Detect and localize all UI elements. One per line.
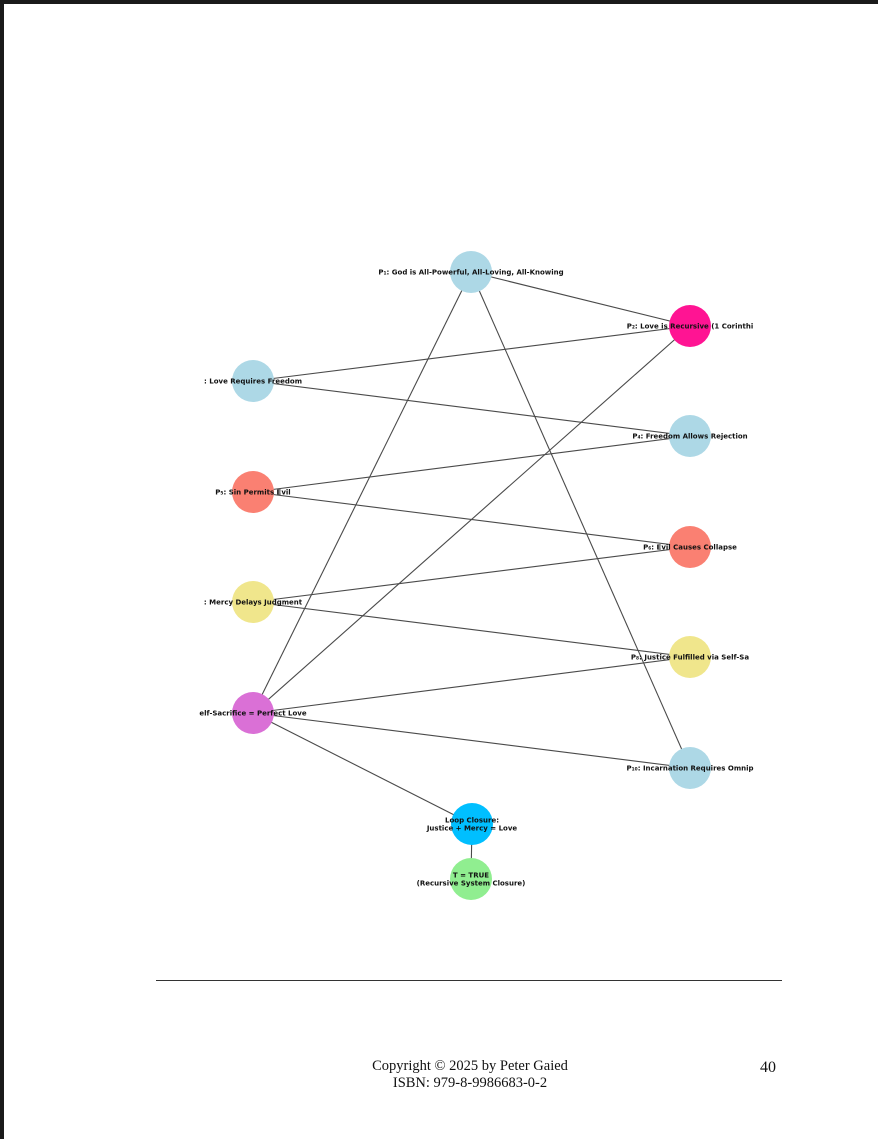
page-number: 40 <box>760 1059 776 1076</box>
node-p7: : Mercy Delays Judgment <box>204 581 303 623</box>
node-label-p1: P₁: God is All-Powerful, All-Loving, All… <box>378 269 563 277</box>
node-p6: P₆: Evil Causes Collapse <box>643 526 737 568</box>
node-circle-p4 <box>669 415 711 457</box>
logic-graph-figure: P₁: God is All-Powerful, All-Loving, All… <box>199 204 754 914</box>
node-label-p2: P₂: Love is Recursive (1 Corinthi <box>627 323 754 331</box>
edge-p6-p7 <box>252 546 691 603</box>
node-circle-p9 <box>232 692 274 734</box>
document-page: P₁: God is All-Powerful, All-Loving, All… <box>4 4 878 1139</box>
node-label-p5: P₅: Sin Permits Evil <box>215 489 290 497</box>
node-circle-p10 <box>669 747 711 789</box>
node-true: T = TRUE(Recursive System Closure) <box>417 858 526 900</box>
edge-p2-p3 <box>252 325 691 382</box>
node-label-p10: P₁₀: Incarnation Requires Omnip <box>626 765 753 773</box>
graph-nodes: P₁: God is All-Powerful, All-Loving, All… <box>199 251 754 900</box>
edge-p1-p2 <box>470 271 691 327</box>
node-p3: : Love Requires Freedom <box>204 360 302 402</box>
node-circle-p8 <box>669 636 711 678</box>
node-circle-p7 <box>232 581 274 623</box>
node-label-p3: : Love Requires Freedom <box>204 378 302 386</box>
node-p2: P₂: Love is Recursive (1 Corinthi <box>627 305 754 347</box>
node-label-p6: P₆: Evil Causes Collapse <box>643 544 737 552</box>
node-circle-p1 <box>450 251 492 293</box>
node-label-p8: P₈: Justice Fulfilled via Self-Sa <box>631 654 749 662</box>
edge-p5-p6 <box>252 491 691 548</box>
edge-p7-p8 <box>252 601 691 658</box>
edge-p4-p5 <box>252 435 691 493</box>
edge-p9-loop <box>252 712 473 825</box>
node-p1: P₁: God is All-Powerful, All-Loving, All… <box>378 251 564 293</box>
edge-p1-p9 <box>252 271 472 714</box>
node-circle-p5 <box>232 471 274 513</box>
edge-p3-p4 <box>252 380 691 437</box>
footer-block: Copyright © 2025 by Peter Gaied ISBN: 97… <box>274 1058 666 1092</box>
edge-p1-p10 <box>470 271 691 769</box>
node-loop: Loop Closure:Justice + Mercy = Love <box>426 803 518 845</box>
copyright-line: Copyright © 2025 by Peter Gaied <box>372 1058 568 1074</box>
node-p9: elf-Sacrifice = Perfect Love <box>199 692 307 734</box>
node-label-loop: Loop Closure:Justice + Mercy = Love <box>426 817 518 833</box>
edge-p8-p9 <box>252 656 691 714</box>
logic-graph: P₁: God is All-Powerful, All-Loving, All… <box>199 251 754 900</box>
node-circle-loop <box>451 803 493 845</box>
node-p8: P₈: Justice Fulfilled via Self-Sa <box>631 636 749 678</box>
node-circle-p3 <box>232 360 274 402</box>
node-circle-true <box>450 858 492 900</box>
node-circle-p2 <box>669 305 711 347</box>
node-p4: P₄: Freedom Allows Rejection <box>632 415 748 457</box>
node-p10: P₁₀: Incarnation Requires Omnip <box>626 747 754 789</box>
node-label-p9: elf-Sacrifice = Perfect Love <box>199 710 306 718</box>
edge-p9-p10 <box>252 712 691 769</box>
node-label-p7: : Mercy Delays Judgment <box>204 599 303 607</box>
node-circle-p6 <box>669 526 711 568</box>
graph-edges <box>252 271 691 880</box>
footer-divider <box>156 980 782 981</box>
node-label-true: T = TRUE(Recursive System Closure) <box>417 872 526 888</box>
node-label-p4: P₄: Freedom Allows Rejection <box>632 433 747 441</box>
node-p5: P₅: Sin Permits Evil <box>215 471 291 513</box>
isbn-line: ISBN: 979-8-9986683-0-2 <box>392 1075 548 1091</box>
